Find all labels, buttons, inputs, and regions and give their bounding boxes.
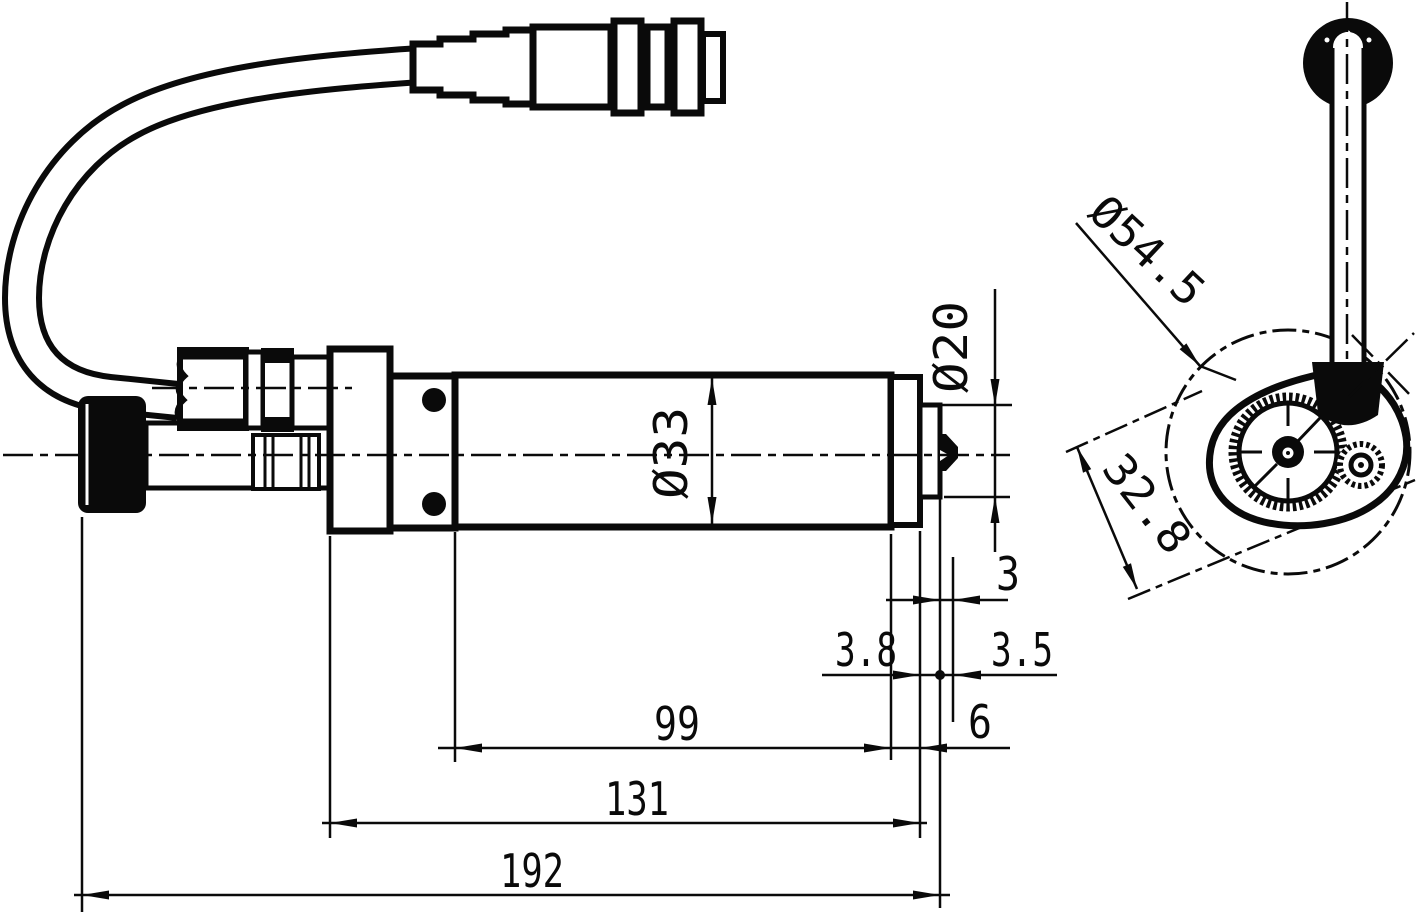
end-ring bbox=[888, 374, 923, 528]
tip-cone bbox=[938, 434, 958, 471]
dim-label-overall-len: 192 bbox=[500, 844, 564, 898]
dimensions-side-view: Ø33 Ø20 3 3.8 3.5 99 6 bbox=[74, 289, 1057, 912]
mounting-flange bbox=[326, 345, 394, 535]
small-wheel bbox=[1337, 441, 1385, 489]
dim-label-cone-len: 3.5 bbox=[991, 623, 1053, 677]
side-view: Ø33 Ø20 3 3.8 3.5 99 6 bbox=[1, 17, 1057, 912]
dim-label-end-ring-len: 6 bbox=[968, 695, 992, 749]
dim-label-tube-len: 99 bbox=[654, 697, 700, 751]
plug-tip bbox=[700, 31, 726, 104]
plug-barrel bbox=[529, 23, 615, 111]
dim-label-housing-len: 131 bbox=[605, 772, 669, 826]
dim-label-tip-len: 3 bbox=[996, 547, 1020, 601]
dim-label-shoulder-len: 3.8 bbox=[835, 623, 897, 677]
gland-ring bbox=[243, 349, 266, 431]
plug-rib bbox=[670, 17, 705, 117]
plug-rib bbox=[643, 23, 672, 111]
plug-rib bbox=[610, 17, 645, 117]
cable-shaft bbox=[1303, 2, 1415, 426]
connector-plug bbox=[409, 17, 726, 117]
cable-gland bbox=[174, 347, 333, 432]
end-view: Ø54.5 32.8 bbox=[1065, 2, 1416, 601]
dim-label-body-diameter: Ø33 bbox=[644, 407, 698, 499]
strain-relief-boot bbox=[409, 26, 537, 108]
gland-body bbox=[289, 354, 333, 431]
screw bbox=[422, 492, 446, 516]
cable bbox=[1, 45, 422, 421]
screw bbox=[422, 388, 446, 412]
tip-stub bbox=[917, 402, 943, 500]
dim-label-tip-diameter: Ø20 bbox=[924, 301, 978, 393]
